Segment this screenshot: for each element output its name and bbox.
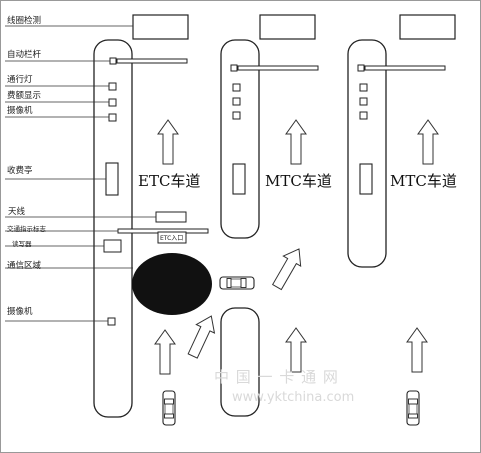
etc-fee-display xyxy=(108,98,117,107)
merge-arrow-lower xyxy=(183,311,221,361)
mtc1-camera xyxy=(232,111,241,120)
etc-barrier-post xyxy=(109,57,117,65)
watermark-url: www.yktchina.com xyxy=(232,390,355,405)
mtc2-light xyxy=(359,83,368,92)
merge-arrow-upper xyxy=(267,243,309,293)
detector-box-mtc2 xyxy=(399,14,456,40)
mtc-island-1 xyxy=(220,39,260,239)
mtc1-barrier-arm xyxy=(237,65,319,71)
mtc2-booth xyxy=(359,163,373,195)
etc-reader-box xyxy=(103,239,122,253)
car-turning xyxy=(219,276,255,290)
mtc2-barrier-post xyxy=(357,64,365,72)
car-etc-lane xyxy=(162,390,176,426)
mtc-island-lower xyxy=(220,307,260,417)
label-detector: 线圈检测 xyxy=(7,16,42,26)
etc-camera-top xyxy=(108,113,117,122)
mtc2-barrier-arm xyxy=(364,65,446,71)
etc-camera-bottom xyxy=(107,317,116,326)
etc-passage-light xyxy=(108,82,117,91)
label-antenna: 天线 xyxy=(8,207,26,217)
etc-direction-arrow xyxy=(157,119,179,165)
mtc1-direction-arrow xyxy=(285,119,307,165)
antenna-box xyxy=(155,211,187,223)
label-reader: 读写器 xyxy=(12,240,32,248)
mtc2-display xyxy=(359,97,368,106)
mtc1-light xyxy=(232,83,241,92)
car-mtc2-lane xyxy=(406,390,420,426)
mtc-lane-label-2: MTC车道 xyxy=(390,172,457,190)
traffic-sign-box xyxy=(157,231,187,244)
label-fee-display: 费额显示 xyxy=(7,91,42,101)
mtc-lane-label-1: MTC车道 xyxy=(265,172,332,190)
watermark-cn: 中 国 一 卡 通 网 xyxy=(214,368,339,386)
label-comm-area: 通信区域 xyxy=(7,261,42,271)
label-camera-bottom: 摄像机 xyxy=(7,307,33,317)
label-traffic-sign: 交通指示标志 xyxy=(7,225,46,233)
mtc1-barrier-post xyxy=(230,64,238,72)
mtc2-camera xyxy=(359,111,368,120)
mtc2-direction-arrow xyxy=(417,119,439,165)
label-auto-barrier: 自动栏杆 xyxy=(7,50,42,60)
mtc2-entry-arrow xyxy=(406,327,428,373)
etc-toll-booth xyxy=(105,162,119,196)
etc-barrier-arm xyxy=(116,58,188,64)
label-camera-top: 摄像机 xyxy=(7,106,33,116)
etc-lane-label: ETC车道 xyxy=(138,172,201,190)
detector-box-mtc1 xyxy=(259,14,316,40)
mtc1-display xyxy=(232,97,241,106)
label-passage-light: 通行灯 xyxy=(7,75,33,85)
etc-entry-arrow xyxy=(154,329,176,375)
detector-box-etc xyxy=(132,14,189,40)
mtc1-booth xyxy=(232,163,246,195)
label-toll-booth: 收费亭 xyxy=(7,166,33,176)
mtc-island-2 xyxy=(347,39,387,268)
comm-area-blob xyxy=(132,253,212,315)
gantry-text: ETC入口 xyxy=(160,235,184,242)
